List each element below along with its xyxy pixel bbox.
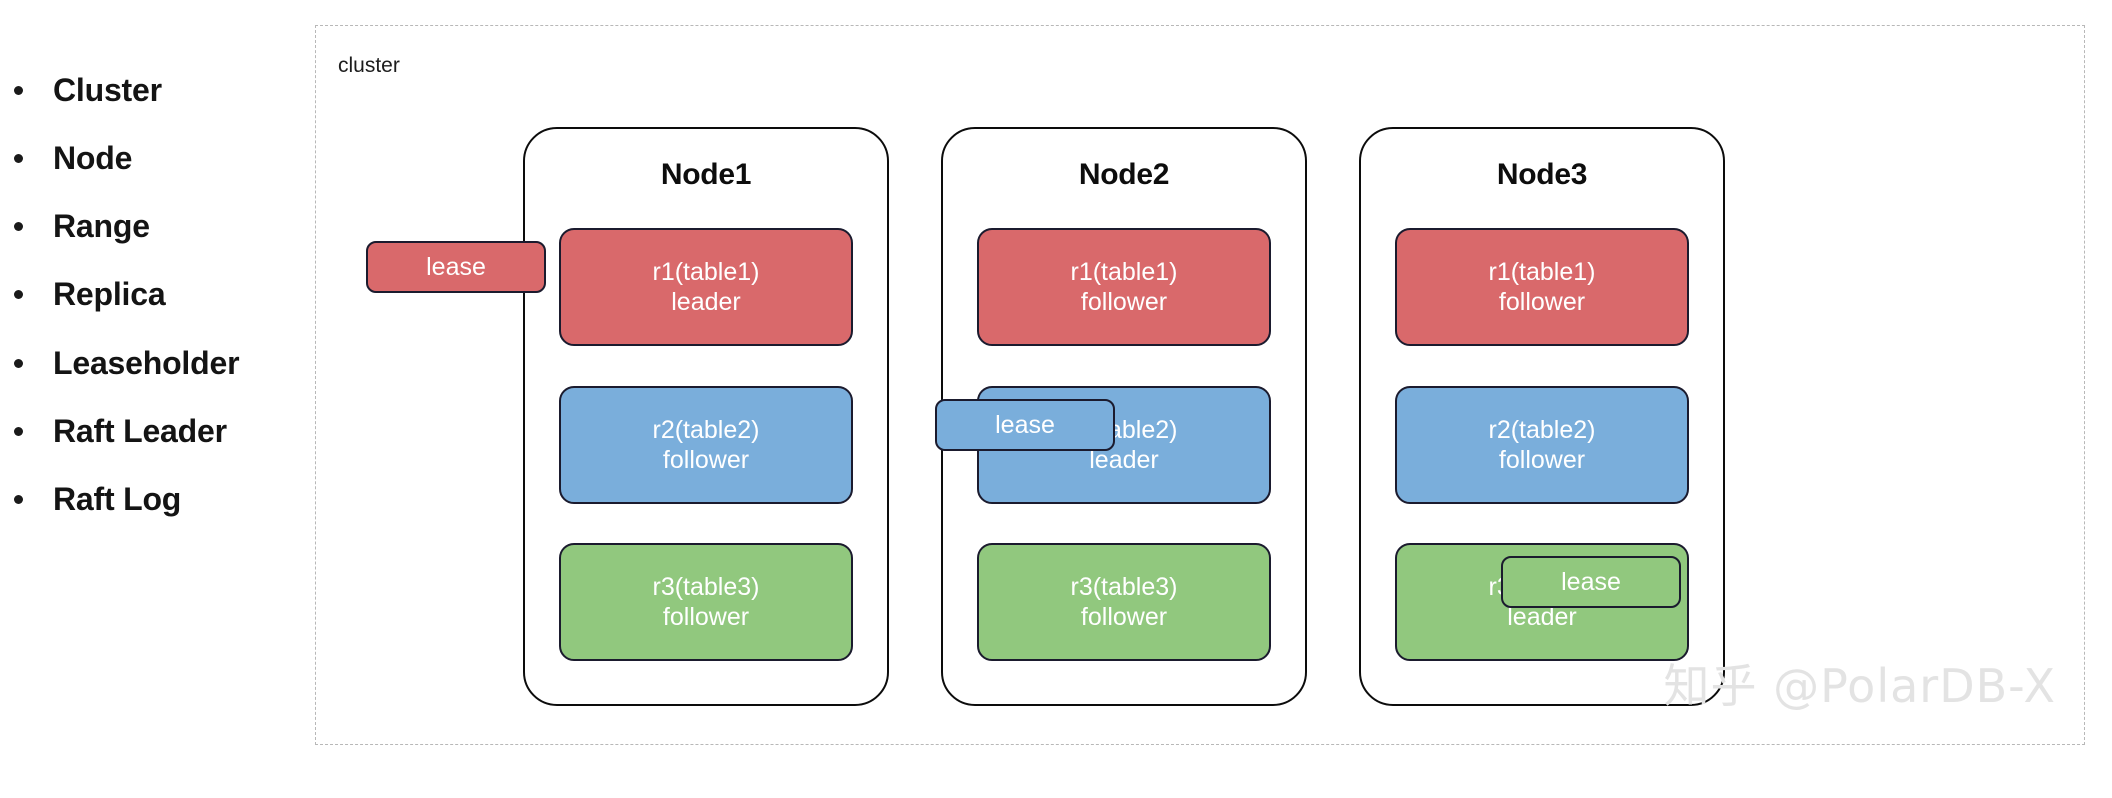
bullet-icon [14, 153, 23, 163]
replica-box: r2(table2)follower [1395, 386, 1689, 504]
glossary-item-label: Node [53, 139, 133, 176]
lease-badge-label: lease [995, 410, 1055, 439]
bullet-icon [14, 426, 23, 436]
replica-range-label: r3(table3) [1070, 572, 1178, 601]
bullet-icon [14, 289, 23, 299]
glossary-item-label: Replica [53, 275, 166, 312]
replica-box: r1(table1)follower [977, 228, 1271, 346]
node-title: Node2 [1078, 158, 1170, 191]
replica-range-label: r1(table1) [1488, 257, 1596, 286]
replica-range-label: r1(table1) [1070, 257, 1178, 286]
replica-box: r3(table3)follower [559, 543, 853, 661]
glossary-item: Cluster [14, 70, 162, 110]
cluster-label: cluster [338, 54, 400, 77]
glossary-item: Raft Log [14, 479, 181, 519]
replica-role-label: follower [1498, 288, 1586, 316]
replica-role-label: follower [662, 446, 750, 474]
bullet-icon [14, 85, 23, 95]
glossary-item-label: Range [53, 207, 150, 244]
replica-role-label: leader [671, 288, 741, 316]
glossary-item: Range [14, 206, 150, 246]
glossary-item: Raft Leader [14, 411, 227, 451]
bullet-icon [14, 358, 23, 368]
lease-badge-label: lease [426, 252, 486, 281]
lease-badge: lease [366, 241, 546, 293]
glossary-item: Replica [14, 274, 166, 314]
glossary-item-label: Raft Log [53, 480, 182, 517]
replica-range-label: r2(table2) [1488, 415, 1596, 444]
bullet-icon [14, 221, 23, 231]
lease-badge: lease [1501, 556, 1681, 608]
bullet-icon [14, 494, 23, 504]
glossary-item-label: Leaseholder [53, 344, 240, 381]
glossary-item: Node [14, 138, 132, 178]
replica-range-label: r1(table1) [652, 257, 760, 286]
replica-role-label: follower [1080, 288, 1168, 316]
glossary-item-label: Cluster [53, 71, 162, 108]
replica-box: r3(table3)follower [977, 543, 1271, 661]
replica-role-label: follower [1080, 603, 1168, 631]
replica-role-label: follower [1498, 446, 1586, 474]
replica-box: r2(table2)follower [559, 386, 853, 504]
lease-badge-label: lease [1561, 567, 1621, 596]
replica-box: r1(table1)leader [559, 228, 853, 346]
replica-box: r1(table1)follower [1395, 228, 1689, 346]
glossary-item: Leaseholder [14, 343, 240, 383]
glossary-item-label: Raft Leader [53, 412, 227, 449]
replica-range-label: r3(table3) [652, 572, 760, 601]
node-title: Node3 [1496, 158, 1588, 191]
node-title: Node1 [660, 158, 752, 191]
watermark: 知乎 @PolarDB-X [1663, 659, 2056, 713]
lease-badge: lease [935, 399, 1115, 451]
replica-role-label: follower [662, 603, 750, 631]
replica-range-label: r2(table2) [652, 415, 760, 444]
